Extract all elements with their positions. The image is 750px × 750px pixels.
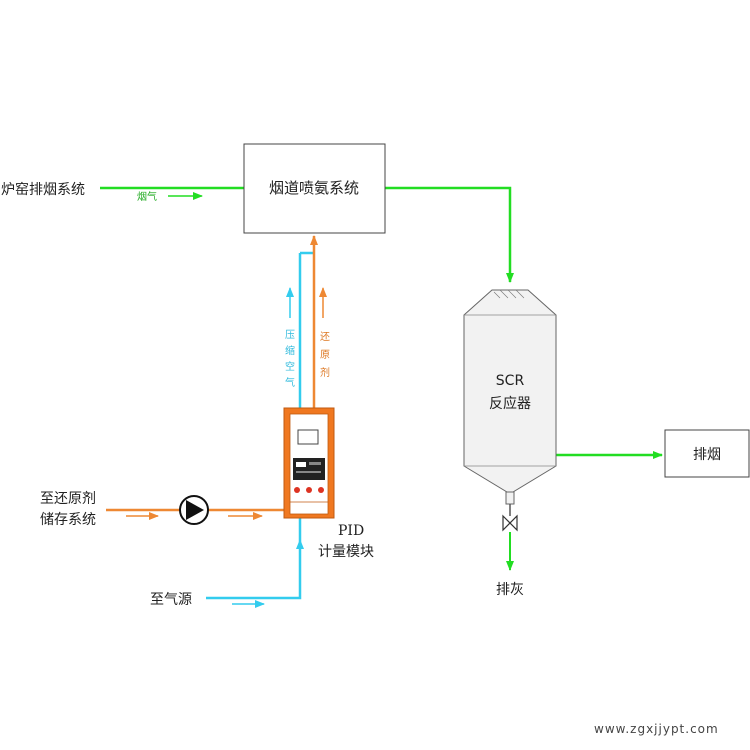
scr-label-1: SCR bbox=[496, 373, 525, 389]
ammonia-injection-box bbox=[243, 143, 386, 234]
reductant-char-3: 剂 bbox=[320, 366, 330, 379]
ammonia-injection-label: 烟道喷氨系统 bbox=[269, 179, 359, 197]
compressed-air-char-2: 缩 bbox=[285, 344, 295, 357]
reductant-storage-label-1: 至还原剂 bbox=[40, 491, 96, 507]
ash-discharge-label: 排灰 bbox=[496, 582, 524, 598]
reductant-storage-label-2: 储存系统 bbox=[40, 512, 96, 528]
scr-label-2: 反应器 bbox=[489, 395, 531, 412]
compressed-air-char-1: 压 bbox=[285, 329, 295, 341]
compressed-air-char-4: 气 bbox=[285, 376, 295, 389]
reductant-label: 还 原 剂 bbox=[320, 331, 330, 379]
compressed-air-label: 压 缩 空 气 bbox=[285, 329, 295, 389]
stack-box bbox=[664, 429, 750, 478]
reductant-char-1: 还 bbox=[320, 331, 330, 343]
watermark: www.zgxjjypt.com bbox=[594, 722, 719, 736]
reductant-char-2: 原 bbox=[320, 349, 330, 361]
air-source-label: 至气源 bbox=[150, 592, 192, 608]
flue-gas-to-scr-line bbox=[385, 186, 514, 283]
scr-reactor bbox=[463, 289, 557, 505]
air-source-line bbox=[206, 518, 302, 600]
metering-module-label-2: 计量模块 bbox=[318, 544, 374, 560]
metering-module-label-1: PID bbox=[338, 523, 364, 539]
ash-valve-icon bbox=[502, 504, 518, 532]
pump-icon bbox=[179, 495, 209, 525]
flue-gas-label: 烟气 bbox=[137, 190, 157, 203]
pid-metering-module bbox=[283, 407, 335, 519]
compressed-air-char-3: 空 bbox=[285, 360, 295, 373]
stack-label: 排烟 bbox=[693, 447, 721, 463]
kiln-exhaust-label: 炉窑排烟系统 bbox=[1, 181, 85, 198]
